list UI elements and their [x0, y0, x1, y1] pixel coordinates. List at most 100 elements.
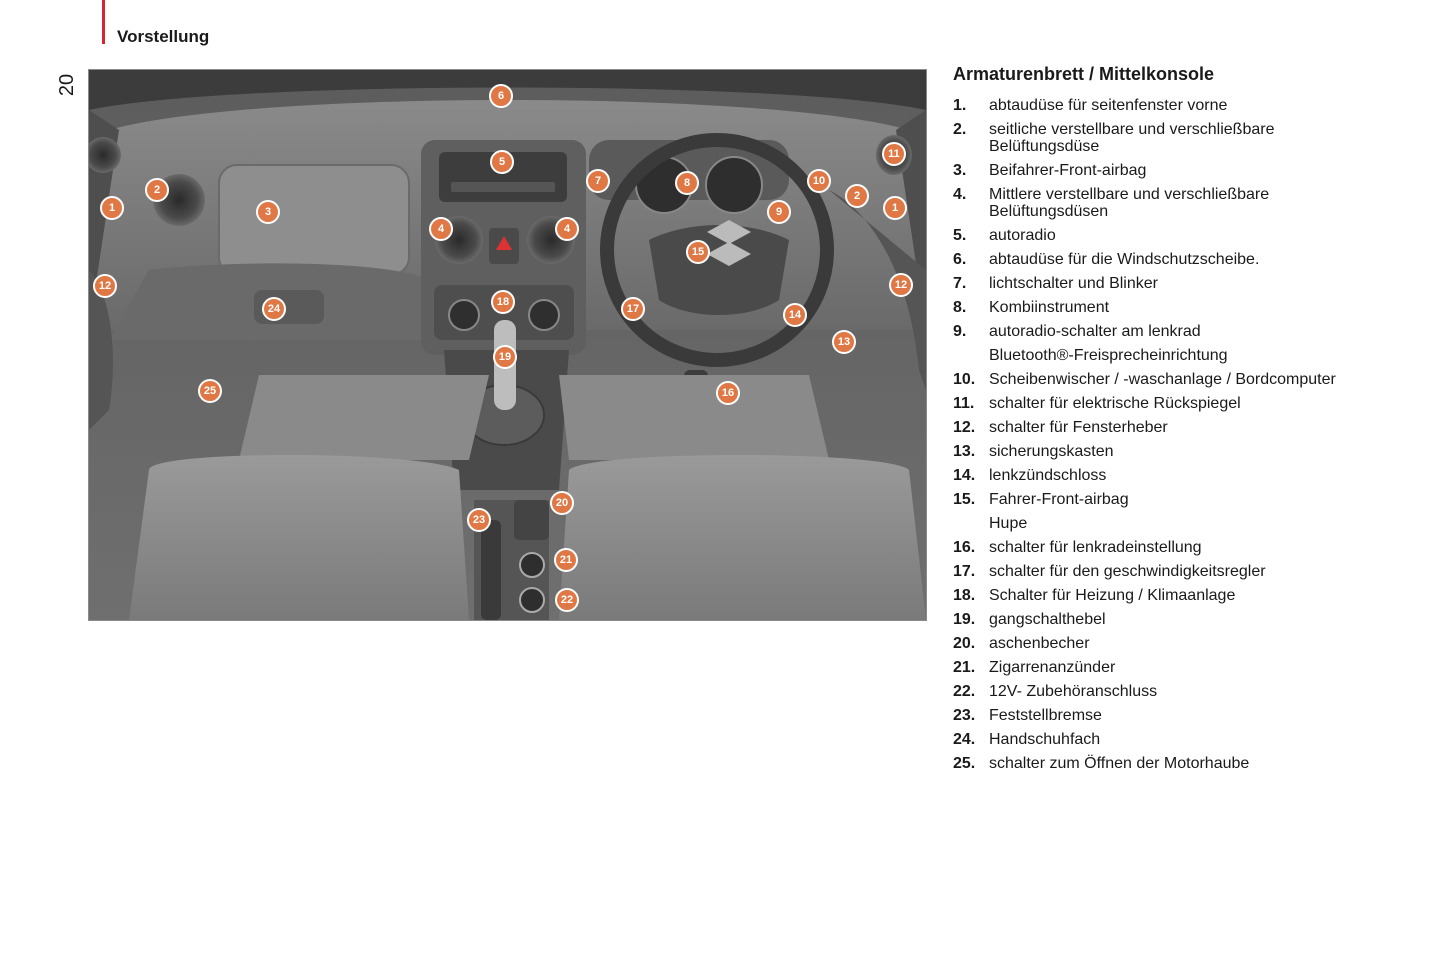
callout-number: 9 — [776, 206, 782, 218]
legend-item-line: Scheibenwischer / -waschanlage / Bordcom… — [989, 371, 1423, 388]
callout-number: 19 — [499, 351, 511, 363]
legend-item: 12.schalter für Fensterheber — [953, 419, 1423, 436]
callout-number: 2 — [854, 190, 860, 202]
legend-item-text: Kombiinstrument — [989, 299, 1423, 316]
legend-item: 19.gangschalthebel — [953, 611, 1423, 628]
legend-item-text: abtaudüse für die Windschutzscheibe. — [989, 251, 1423, 268]
callout-number: 11 — [888, 148, 900, 160]
legend-item-number: 18. — [953, 587, 989, 604]
driver-seat — [559, 455, 926, 620]
callout-number: 5 — [499, 156, 505, 168]
legend-item: 4.Mittlere verstellbare und verschließba… — [953, 186, 1423, 220]
legend-item-line: schalter für lenkradeinstellung — [989, 539, 1423, 556]
callout-marker-25: 25 — [199, 380, 221, 402]
legend-item-line: Feststellbremse — [989, 707, 1423, 724]
callout-number: 1 — [892, 202, 898, 214]
legend-item-line: autoradio-schalter am lenkrad — [989, 323, 1423, 340]
callout-number: 4 — [564, 223, 571, 235]
callout-number: 3 — [265, 206, 271, 218]
callout-number: 4 — [438, 223, 445, 235]
legend-item: 13.sicherungskasten — [953, 443, 1423, 460]
callout-marker-7: 7 — [587, 170, 609, 192]
legend-item-continuation: Bluetooth®-Freisprecheinrichtung — [953, 347, 1423, 364]
callout-number: 17 — [627, 303, 639, 315]
callout-marker-19: 19 — [494, 346, 516, 368]
legend-item-line: schalter für Fensterheber — [989, 419, 1423, 436]
legend-title: Armaturenbrett / Mittelkonsole — [953, 64, 1423, 85]
callout-number: 8 — [684, 177, 690, 189]
legend-item-number: 14. — [953, 467, 989, 484]
legend-item-number: 19. — [953, 611, 989, 628]
legend: Armaturenbrett / Mittelkonsole 1.abtaudü… — [953, 64, 1423, 779]
legend-item: 24.Handschuhfach — [953, 731, 1423, 748]
legend-item: 7.lichtschalter und Blinker — [953, 275, 1423, 292]
legend-item-line: Fahrer-Front-airbag — [989, 491, 1423, 508]
callout-marker-1: 1 — [884, 197, 906, 219]
section-title: Vorstellung — [117, 27, 209, 47]
legend-item-text: schalter für den geschwindigkeitsregler — [989, 563, 1423, 580]
legend-item-text: lichtschalter und Blinker — [989, 275, 1423, 292]
callout-marker-17: 17 — [622, 298, 644, 320]
legend-item-text: Scheibenwischer / -waschanlage / Bordcom… — [989, 371, 1423, 388]
callout-marker-6: 6 — [490, 85, 512, 107]
callout-marker-4: 4 — [430, 218, 452, 240]
callout-marker-14: 14 — [784, 304, 806, 326]
legend-item-number: 2. — [953, 121, 989, 155]
legend-item: 9.autoradio-schalter am lenkrad — [953, 323, 1423, 340]
legend-item-number: 3. — [953, 162, 989, 179]
legend-item-number: 23. — [953, 707, 989, 724]
legend-item-line: Belüftungsdüsen — [989, 203, 1423, 220]
legend-item: 18.Schalter für Heizung / Klimaanlage — [953, 587, 1423, 604]
callout-marker-18: 18 — [492, 291, 514, 313]
legend-item-number: 21. — [953, 659, 989, 676]
legend-item-line: Mittlere verstellbare und verschließbare — [989, 186, 1423, 203]
legend-item-line: seitliche verstellbare und verschließbar… — [989, 121, 1423, 138]
legend-item-number: 4. — [953, 186, 989, 220]
callout-marker-1: 1 — [101, 197, 123, 219]
legend-item: 25.schalter zum Öffnen der Motorhaube — [953, 755, 1423, 772]
callout-number: 12 — [99, 280, 111, 292]
legend-item-number: 5. — [953, 227, 989, 244]
legend-item-text: Beifahrer-Front-airbag — [989, 162, 1423, 179]
callout-marker-10: 10 — [808, 170, 830, 192]
legend-item-continuation: Hupe — [953, 515, 1423, 532]
callout-marker-2: 2 — [846, 185, 868, 207]
legend-item-text: sicherungskasten — [989, 443, 1423, 460]
legend-item: 15.Fahrer-Front-airbag — [953, 491, 1423, 508]
legend-item-text: autoradio — [989, 227, 1423, 244]
legend-item-text: 12V- Zubehöranschluss — [989, 683, 1423, 700]
climate-knob-right — [529, 300, 559, 330]
radio-slot — [451, 182, 555, 192]
callout-number: 25 — [204, 385, 216, 397]
accessory-socket — [520, 588, 544, 612]
callout-number: 16 — [722, 387, 734, 399]
legend-item-number: 6. — [953, 251, 989, 268]
callout-number: 22 — [561, 594, 573, 606]
legend-item-line: gangschalthebel — [989, 611, 1423, 628]
legend-item-number: 25. — [953, 755, 989, 772]
legend-item: 8.Kombiinstrument — [953, 299, 1423, 316]
legend-item-text: Fahrer-Front-airbag — [989, 491, 1423, 508]
legend-item-number: 20. — [953, 635, 989, 652]
legend-item-line: Beifahrer-Front-airbag — [989, 162, 1423, 179]
legend-item: 14.lenkzündschloss — [953, 467, 1423, 484]
callout-marker-5: 5 — [491, 151, 513, 173]
legend-item: 10.Scheibenwischer / -waschanlage / Bord… — [953, 371, 1423, 388]
legend-item: 1.abtaudüse für seitenfenster vorne — [953, 97, 1423, 114]
legend-item-text: Feststellbremse — [989, 707, 1423, 724]
legend-item-line: schalter für elektrische Rückspiegel — [989, 395, 1423, 412]
callout-marker-12: 12 — [890, 274, 912, 296]
legend-item-number: 8. — [953, 299, 989, 316]
legend-item-line: Schalter für Heizung / Klimaanlage — [989, 587, 1423, 604]
legend-item-text: schalter für Fensterheber — [989, 419, 1423, 436]
legend-item-line: autoradio — [989, 227, 1423, 244]
floor-mat-left — [239, 375, 489, 460]
callout-number: 24 — [268, 303, 281, 315]
legend-item-text: schalter für elektrische Rückspiegel — [989, 395, 1423, 412]
legend-item-text: schalter zum Öffnen der Motorhaube — [989, 755, 1423, 772]
legend-item-number: 15. — [953, 491, 989, 508]
legend-item-number: 9. — [953, 323, 989, 340]
callout-marker-11: 11 — [883, 143, 905, 165]
legend-list: 1.abtaudüse für seitenfenster vorne 2.sei… — [953, 97, 1423, 772]
legend-item-line: lenkzündschloss — [989, 467, 1423, 484]
